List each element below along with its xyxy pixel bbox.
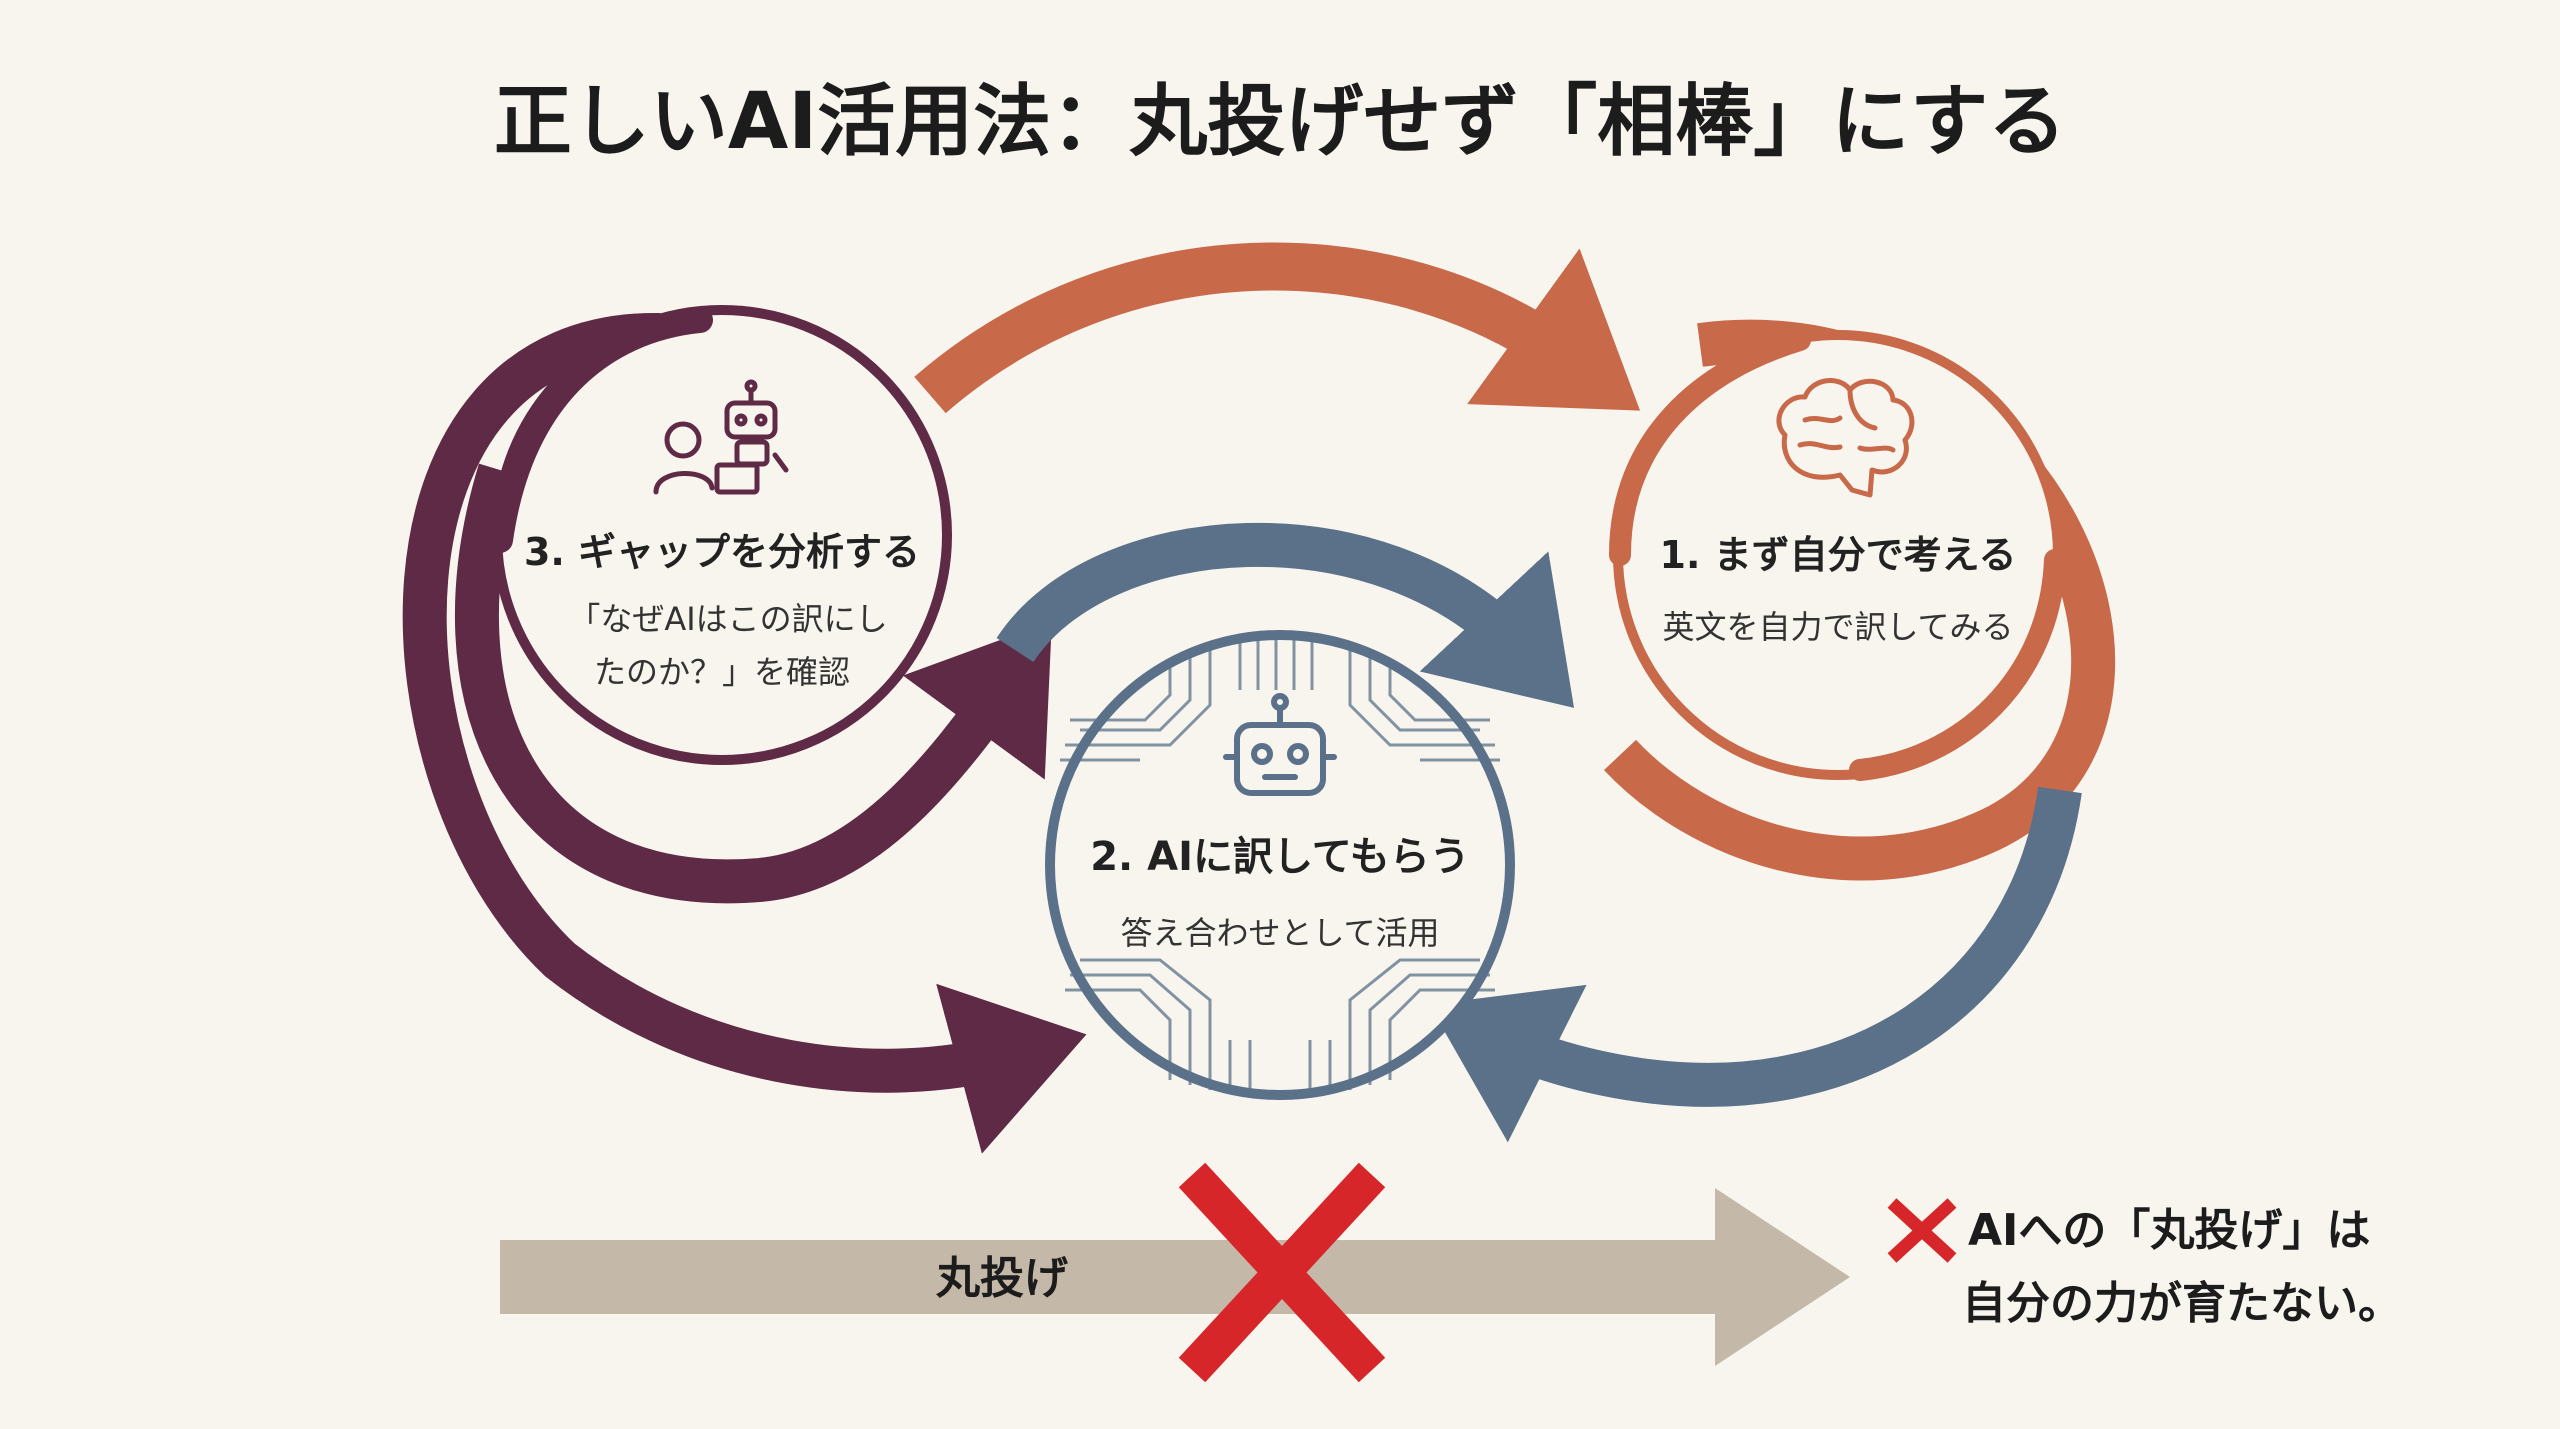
step-1-title: 1. まず自分で考える (1660, 533, 2017, 577)
brain-icon (1776, 377, 1915, 498)
person-with-robot-icon (653, 379, 789, 495)
step-3-title: 3. ギャップを分析する (524, 530, 920, 574)
arrow-1-to-2 (1429, 786, 2082, 1143)
bad-practice-arrow: 丸投げ (500, 1188, 1850, 1366)
arrow-3-outer-to-2 (402, 312, 1087, 1154)
bad-practice-label: 丸投げ (935, 1253, 1068, 1304)
arrow-2-to-1 (996, 523, 1575, 708)
step-node-1: 1. まず自分で考える 英文を自力で訳してみる (1609, 329, 2066, 781)
warning-line-2: 自分の力が育たない。 (1962, 1278, 2402, 1329)
step-2-title: 2. AIに訳してもらう (1090, 834, 1470, 880)
step-3-desc-line-1: 「なぜAIはこの訳にし (568, 600, 887, 638)
arrow-3-inner-to-2 (454, 463, 1052, 904)
page-title: 正しいAI活用法：丸投げせず「相棒」にする (494, 77, 2066, 167)
robot-icon (1223, 693, 1337, 796)
step-node-3: 3. ギャップを分析する 「なぜAIはこの訳にし たのか？」を確認 (487, 305, 952, 765)
step-node-2: 2. AIに訳してもらう 答え合わせとして活用 (1045, 630, 1515, 1100)
circuit-pattern (1060, 637, 1500, 1094)
step-1-desc-line-1: 英文を自力で訳してみる (1662, 608, 2013, 646)
arrow-3-to-1 (914, 242, 1641, 414)
step-3-desc-line-2: たのか？」を確認 (594, 653, 850, 691)
step-2-desc-line-1: 答え合わせとして活用 (1120, 914, 1439, 952)
cross-icon (1178, 1162, 1386, 1383)
small-cross-icon (1887, 1198, 1957, 1263)
warning-line-1: AIへの「丸投げ」は (1968, 1205, 2370, 1256)
